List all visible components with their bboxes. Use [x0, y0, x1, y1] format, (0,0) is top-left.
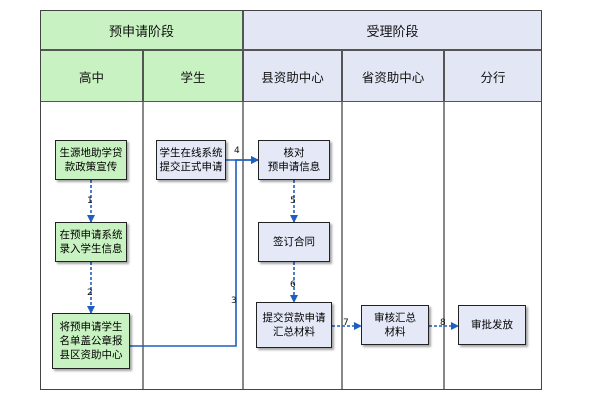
arrow-step-3: [130, 156, 259, 347]
lane-branch: 分行: [444, 50, 542, 102]
lane-county-center: 县资助中心: [243, 50, 342, 102]
box-policy-promotion: 生源地助学贷 款政策宣传: [55, 140, 127, 180]
lane-student: 学生: [143, 50, 243, 102]
step-label-8: 8: [440, 318, 446, 328]
step-label-7: 7: [343, 318, 349, 328]
box-enter-student-info: 在预申请系统 录入学生信息: [55, 222, 127, 262]
step-label-1: 1: [87, 196, 93, 206]
step-label-6: 6: [290, 280, 296, 290]
step-label-3: 3: [231, 296, 237, 306]
box-review-materials: 审核汇总 材料: [361, 305, 429, 345]
box-online-application: 学生在线系统 提交正式申请: [156, 140, 226, 180]
box-submit-list: 将预申请学生 名单盖公章报 县区资助中心: [52, 313, 130, 369]
phase-acceptance: 受理阶段: [243, 10, 542, 50]
step-label-2: 2: [87, 288, 93, 298]
box-verify-preapplication: 核对 预申请信息: [258, 140, 330, 180]
box-approve-disburse: 审批发放: [458, 305, 526, 345]
lane-province-center: 省资助中心: [342, 50, 444, 102]
phase-pre-application: 预申请阶段: [40, 10, 243, 50]
box-submit-summary: 提交贷款申请 汇总材料: [256, 302, 332, 348]
step-label-5: 5: [290, 196, 296, 206]
lane-high-school: 高中: [40, 50, 143, 102]
step-label-4: 4: [234, 146, 240, 156]
box-sign-contract: 签订合同: [258, 222, 330, 262]
